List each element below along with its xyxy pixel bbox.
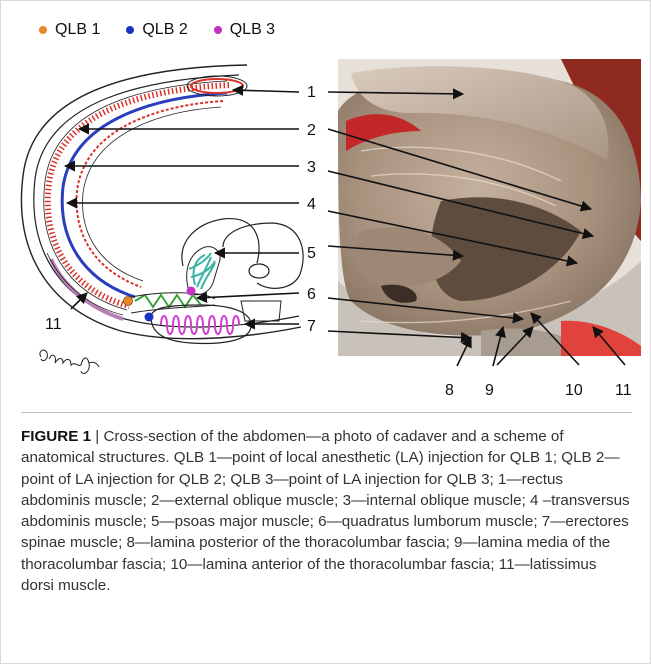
qlb3-point xyxy=(187,287,196,296)
anatomy-schematic xyxy=(21,65,303,343)
signature xyxy=(40,350,99,373)
callout-10: 10 xyxy=(565,382,583,399)
figure-caption: FIGURE 1 | Cross-section of the abdomen—… xyxy=(21,426,633,596)
callout-7: 7 xyxy=(307,318,316,335)
cadaver-photo xyxy=(338,59,641,356)
callout-8: 8 xyxy=(445,382,454,399)
callout-2: 2 xyxy=(307,122,316,139)
callout-6: 6 xyxy=(307,286,316,303)
callout-5: 5 xyxy=(307,245,316,262)
callout-1: 1 xyxy=(307,84,316,101)
caption-separator: | xyxy=(91,428,103,445)
anatomy-figure: 1 2 3 4 5 6 7 8 9 10 11 11 xyxy=(1,1,650,411)
callout-4: 4 xyxy=(307,196,316,213)
callout-11-left: 11 xyxy=(45,316,62,333)
qlb1-point xyxy=(124,297,133,306)
callout-11-right: 11 xyxy=(615,382,632,399)
caption-divider xyxy=(21,412,632,413)
qlb2-point xyxy=(145,313,154,322)
callout-9: 9 xyxy=(485,382,494,399)
caption-text: Cross-section of the abdomen—a photo of … xyxy=(21,428,630,594)
callout-3: 3 xyxy=(307,159,316,176)
figure-label: FIGURE 1 xyxy=(21,428,91,445)
